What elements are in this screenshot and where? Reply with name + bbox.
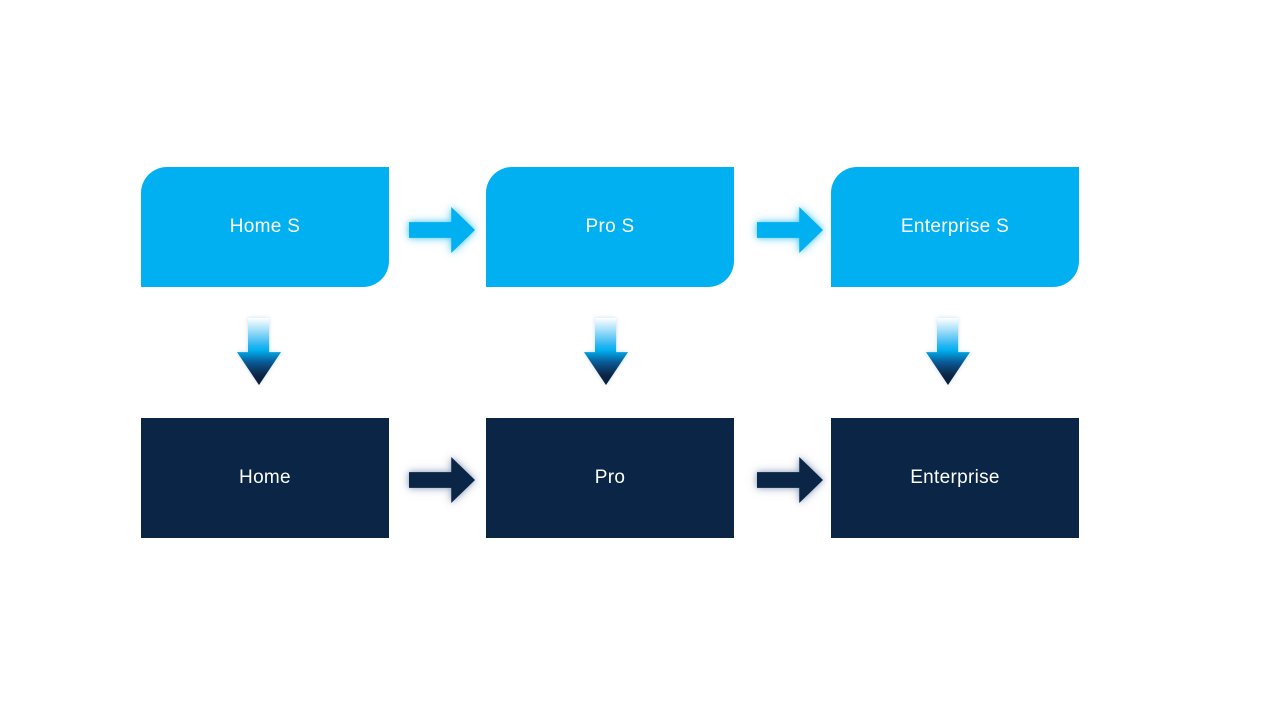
node-home-label: Home xyxy=(239,467,291,488)
node-enterprise: Enterprise xyxy=(831,418,1079,538)
node-pro-s: Pro S xyxy=(486,167,734,287)
node-enterprise-s: Enterprise S xyxy=(831,167,1079,287)
node-pro-s-label: Pro S xyxy=(585,216,635,237)
node-enterprise-label: Enterprise xyxy=(910,467,1000,488)
down-block-arrow-shape xyxy=(237,318,281,385)
right-block-arrow-shape xyxy=(757,457,823,503)
down-arrow-icon xyxy=(926,318,970,385)
right-arrow-icon xyxy=(757,207,823,253)
right-arrow-icon xyxy=(409,207,475,253)
node-enterprise-s-label: Enterprise S xyxy=(900,216,1010,237)
down-block-arrow-shape xyxy=(584,318,628,385)
down-arrow-icon xyxy=(584,318,628,385)
node-home-s: Home S xyxy=(141,167,389,287)
right-block-arrow-shape xyxy=(757,207,823,253)
node-home-s-label: Home S xyxy=(229,216,301,237)
right-arrow-icon xyxy=(409,457,475,503)
right-arrow-icon xyxy=(757,457,823,503)
right-block-arrow-shape xyxy=(409,457,475,503)
node-pro: Pro xyxy=(486,418,734,538)
down-block-arrow-shape xyxy=(926,318,970,385)
down-arrow-icon xyxy=(237,318,281,385)
right-block-arrow-shape xyxy=(409,207,475,253)
node-home: Home xyxy=(141,418,389,538)
node-pro-label: Pro xyxy=(594,467,626,488)
